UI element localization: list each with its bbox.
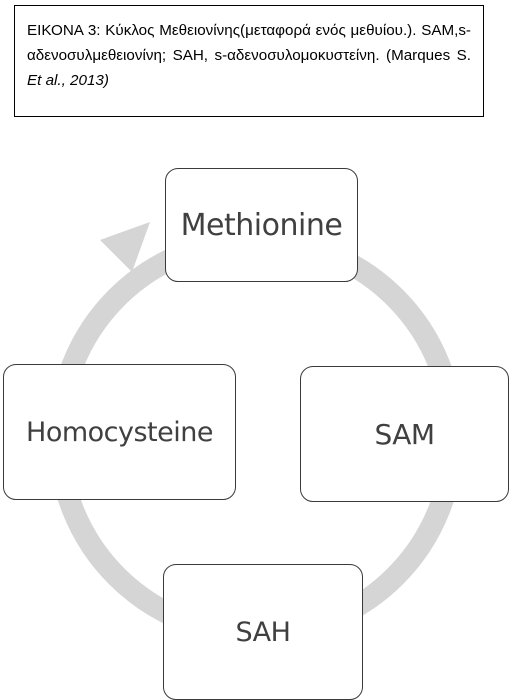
caption-text: ΕΙΚΟΝΑ 3: Κύκλος Μεθειονίνης(μεταφορά εν…	[27, 22, 471, 64]
cycle-arrow-icon	[100, 222, 150, 272]
node-sam: SAM	[300, 366, 509, 502]
caption-citation: Et al., 2013)	[27, 72, 109, 89]
node-sah-label: SAH	[235, 616, 291, 648]
figure-caption: ΕΙΚΟΝΑ 3: Κύκλος Μεθειονίνης(μεταφορά εν…	[14, 5, 484, 117]
node-sam-label: SAM	[374, 417, 435, 451]
node-sah: SAH	[163, 564, 363, 700]
node-methionine: Methionine	[165, 168, 358, 282]
node-methionine-label: Methionine	[180, 207, 343, 243]
node-homocysteine-label: Homocysteine	[26, 416, 213, 448]
node-homocysteine: Homocysteine	[3, 364, 236, 500]
